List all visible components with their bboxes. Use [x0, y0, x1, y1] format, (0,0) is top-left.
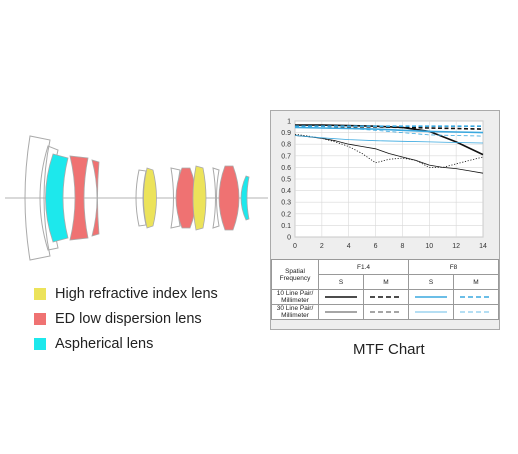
- y-tick-label: 0.1: [281, 223, 291, 230]
- ed-lens-2: [91, 159, 100, 237]
- row-label-30lp: 30 Line Pair/ Millimeter: [271, 304, 319, 320]
- key-f14-m-30: [363, 304, 409, 320]
- x-tick-label: 4: [347, 243, 351, 250]
- mtf-table-row-10lp: 10 Line Pair/ Millimeter: [271, 289, 499, 305]
- x-tick-label: 6: [374, 243, 378, 250]
- key-f14-s-10: [318, 289, 364, 305]
- aperture-f8-header: F8: [408, 259, 499, 275]
- mtf-series-line: [294, 133, 484, 168]
- ed-lens-1: [69, 155, 89, 241]
- legend-swatch-high-index: [34, 288, 46, 300]
- legend-swatch-ed: [34, 313, 46, 325]
- lens-cross-section-diagram: [5, 135, 268, 261]
- key-f8-m-30: [453, 304, 499, 320]
- y-tick-label: 0.2: [281, 211, 291, 218]
- y-tick-label: 0.5: [281, 177, 291, 184]
- x-tick-label: 10: [425, 243, 433, 250]
- x-tick-label: 2: [320, 243, 324, 250]
- legend-item-high-index: High refractive index lens: [34, 282, 218, 306]
- lens-legend: High refractive index lens ED low disper…: [34, 282, 218, 357]
- f14-meridional-header: M: [363, 274, 409, 290]
- f8-sagittal-header: S: [408, 274, 454, 290]
- mtf-table-row-30lp: 30 Line Pair/ Millimeter: [271, 304, 499, 320]
- aspherical-lens-1: [45, 153, 69, 243]
- key-f14-s-30: [318, 304, 364, 320]
- row-label-10lp: 10 Line Pair/ Millimeter: [271, 289, 319, 305]
- mtf-series-line: [295, 125, 484, 130]
- legend-label-high-index: High refractive index lens: [55, 286, 218, 302]
- y-tick-label: 0.9: [281, 130, 291, 137]
- lens-element-rear-1: [212, 167, 220, 229]
- y-tick-label: 0.3: [281, 200, 291, 207]
- y-tick-label: 0: [287, 235, 291, 242]
- y-tick-label: 0.8: [281, 142, 291, 149]
- x-tick-label: 0: [293, 243, 297, 250]
- y-tick-label: 1: [287, 119, 291, 126]
- spatial-frequency-header: Spatial Frequency: [271, 259, 319, 290]
- f14-sagittal-header: S: [318, 274, 364, 290]
- mtf-table-header-row: Spatial Frequency F1.4 F8: [271, 259, 499, 290]
- x-tick-label: 14: [479, 243, 487, 250]
- key-f14-m-10: [363, 289, 409, 305]
- y-tick-label: 0.6: [281, 165, 291, 172]
- legend-label-ed: ED low dispersion lens: [55, 311, 202, 327]
- aspherical-lens-2: [240, 175, 250, 221]
- mtf-series-line: [294, 135, 484, 144]
- legend-label-aspherical: Aspherical lens: [55, 336, 154, 352]
- f8-meridional-header: M: [453, 274, 499, 290]
- y-tick-label: 0.7: [281, 153, 291, 160]
- lens-element-front-outer: [24, 135, 51, 261]
- key-f8-s-10: [408, 289, 454, 305]
- x-tick-label: 8: [400, 243, 404, 250]
- mtf-series-line: [294, 126, 484, 134]
- key-f8-m-10: [453, 289, 499, 305]
- mtf-chart-title: MTF Chart: [353, 341, 425, 358]
- high-index-lens-2: [192, 165, 207, 231]
- legend-swatch-aspherical: [34, 338, 46, 350]
- legend-item-aspherical: Aspherical lens: [34, 332, 218, 356]
- mtf-legend-table: Spatial Frequency F1.4 F8 S M S M 10 Lin…: [271, 259, 499, 320]
- x-tick-label: 12: [452, 243, 460, 250]
- mtf-series-line: [294, 127, 484, 137]
- ed-lens-4: [218, 165, 240, 231]
- legend-item-ed: ED low dispersion lens: [34, 307, 218, 331]
- key-f8-s-30: [408, 304, 454, 320]
- mtf-table-subheader-row: S M S M: [272, 274, 499, 290]
- y-tick-label: 0.4: [281, 188, 291, 195]
- high-index-lens-1: [143, 167, 157, 229]
- aperture-f14-header: F1.4: [318, 259, 409, 275]
